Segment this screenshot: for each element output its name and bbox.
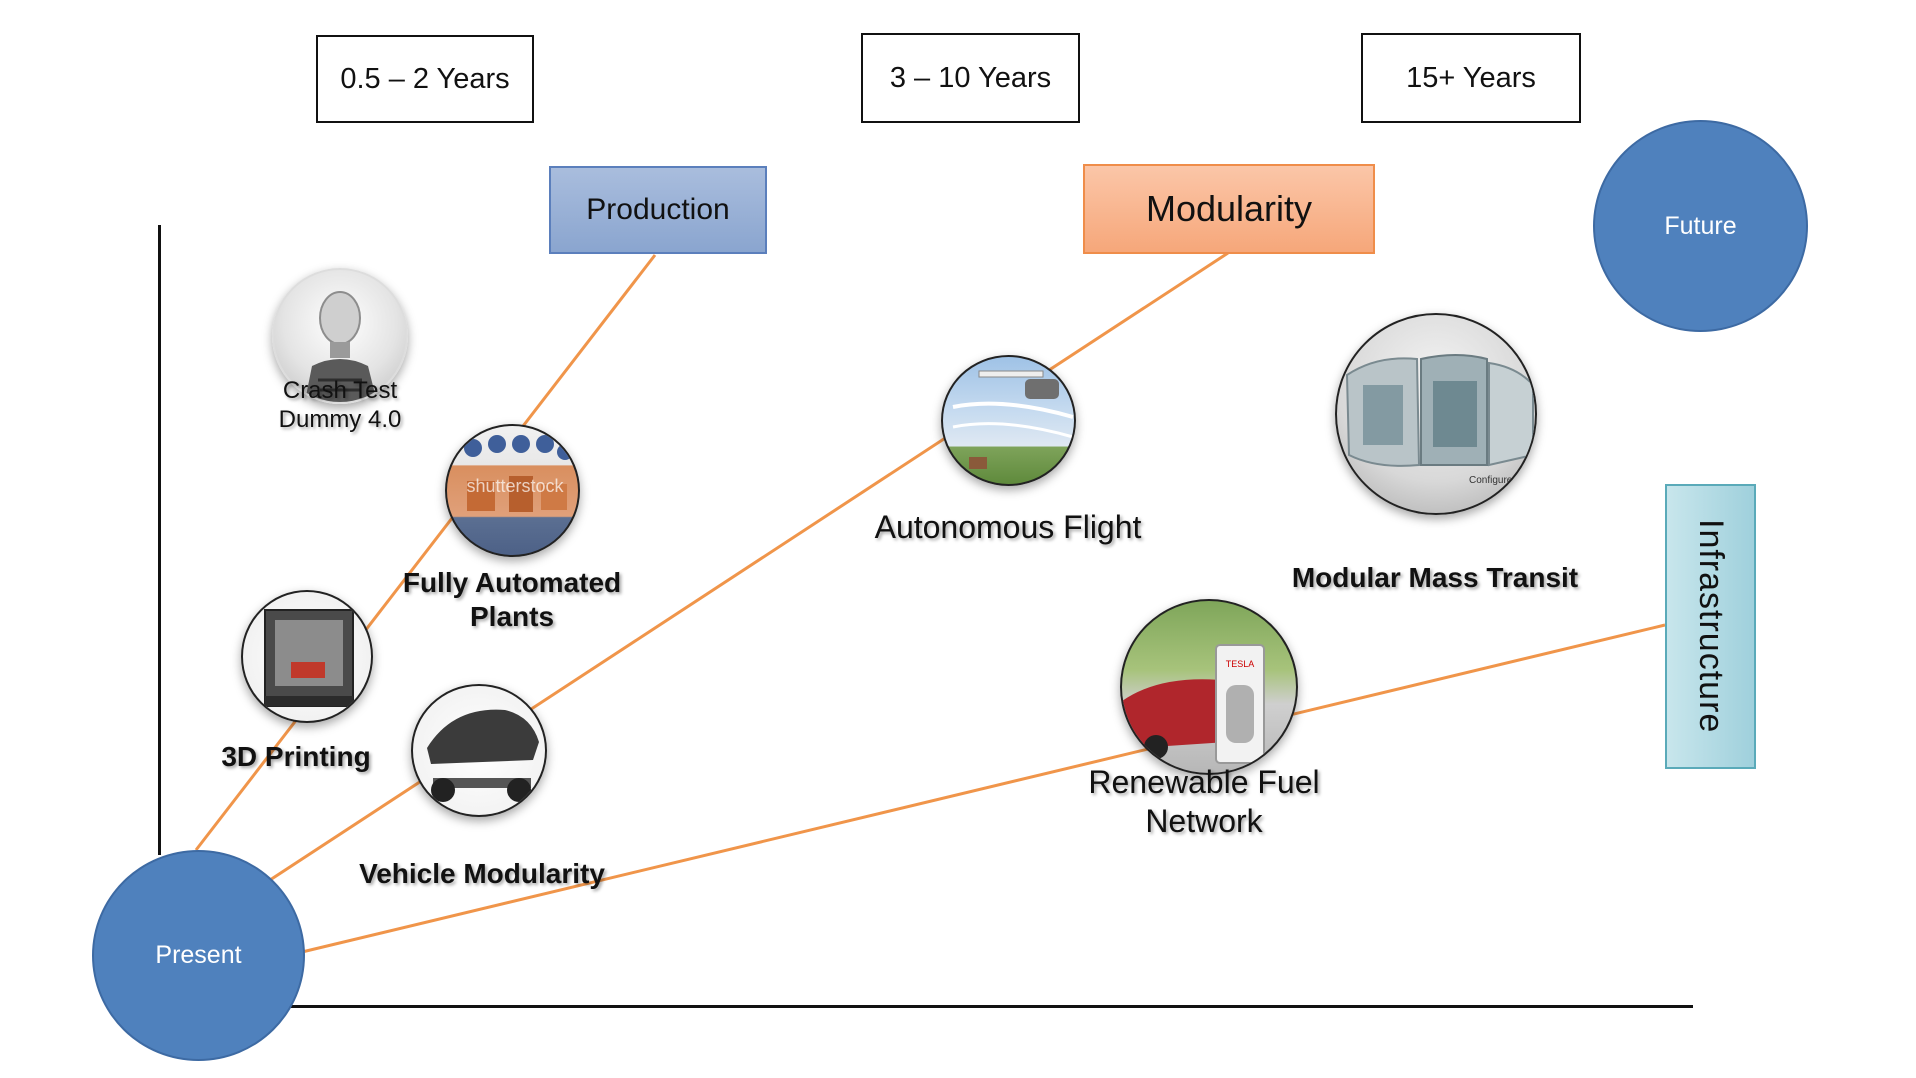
- mass-transit-label: Modular Mass Transit: [1291, 562, 1579, 593]
- production-label: Production: [586, 193, 730, 226]
- infrastructure-connector: [301, 623, 1666, 954]
- transit-pods-icon: Configure: [1345, 354, 1534, 486]
- present-label: Present: [155, 941, 242, 969]
- future-label: Future: [1664, 211, 1737, 240]
- timeframe-short-label: 0.5 – 2 Years: [340, 62, 510, 95]
- 3d-printing-photo: [241, 590, 373, 723]
- crash-test-label: Crash Test Dummy 4.0: [278, 377, 402, 434]
- modularity-category: Modularity: [1083, 164, 1375, 254]
- production-connector: [194, 254, 657, 851]
- timeframe-long-label: 15+ Years: [1406, 61, 1536, 94]
- renewable-fuel-label: Renewable Fuel Network: [1088, 764, 1320, 840]
- timeframe-long: 15+ Years: [1361, 33, 1581, 123]
- robot-head-icon: [304, 291, 377, 402]
- autonomous-flight-photo: [941, 355, 1076, 486]
- charging-station-icon: TESLA: [1122, 644, 1265, 764]
- autonomous-flight-label: Autonomous Flight: [874, 509, 1142, 545]
- production-category: Production: [549, 166, 767, 254]
- flying-car-icon: [952, 370, 1074, 469]
- factory-icons: shutterstock: [464, 435, 573, 512]
- timeframe-short: 0.5 – 2 Years: [316, 35, 534, 123]
- renewable-fuel-photo: TESLA: [1120, 599, 1298, 775]
- printer-icon: [264, 609, 354, 707]
- modularity-label: Modularity: [1145, 188, 1313, 229]
- 3d-printing-label: 3D Printing: [221, 741, 371, 772]
- timeframe-mid-label: 3 – 10 Years: [889, 61, 1052, 94]
- car-chassis-icon: [427, 709, 539, 802]
- tesla-sign-text: TESLA: [1226, 659, 1255, 669]
- vehicle-modularity-photo: [411, 684, 547, 817]
- present-circle: Present: [92, 850, 305, 1061]
- automated-plants-photo: shutterstock: [445, 424, 580, 557]
- future-circle: Future: [1593, 120, 1808, 332]
- infrastructure-label: Infrastructure: [1692, 519, 1730, 734]
- transit-caption-text: Configure: [1469, 475, 1513, 486]
- x-axis: [290, 1005, 1693, 1008]
- mass-transit-photo: Configure: [1335, 313, 1537, 515]
- crash-test-dummy-photo: [272, 268, 408, 404]
- y-axis: [158, 225, 161, 855]
- vehicle-modularity-label: Vehicle Modularity: [359, 858, 605, 889]
- watermark-text: shutterstock: [466, 476, 564, 496]
- timeframe-mid: 3 – 10 Years: [861, 33, 1080, 123]
- infrastructure-category: Infrastructure: [1665, 484, 1756, 769]
- automated-plants-label: Fully Automated Plants: [402, 567, 622, 633]
